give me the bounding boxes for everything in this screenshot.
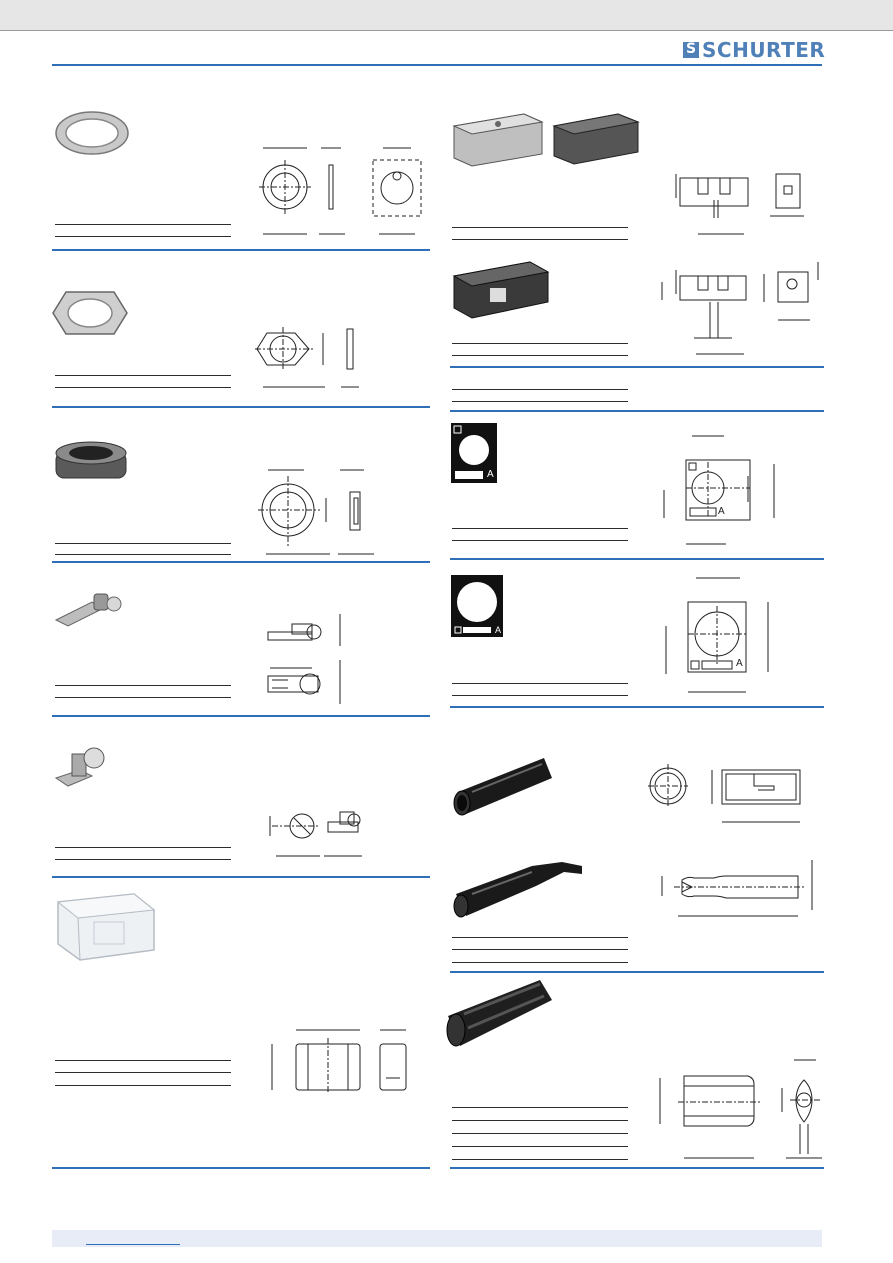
brand-name: SCHURTER	[702, 38, 826, 62]
table-line	[452, 962, 628, 963]
table-line	[55, 236, 231, 237]
table-line	[55, 224, 231, 225]
table-line	[452, 1133, 628, 1134]
fuse-block-drawing-icon	[656, 252, 826, 362]
section-rule	[52, 715, 430, 717]
fuse-carrier-grip-photo	[444, 976, 554, 1054]
grip-drawing-icon	[654, 1052, 824, 1164]
top-bar	[0, 0, 893, 31]
plate-letter: A	[495, 625, 502, 635]
footer-link-underline[interactable]	[86, 1244, 180, 1245]
table-line	[452, 937, 628, 938]
table-line	[452, 540, 628, 541]
table-line	[55, 387, 231, 388]
insulating-sleeve-photo	[452, 752, 554, 822]
section-rule	[450, 1167, 824, 1169]
label-plate-small-drawing-icon: A	[656, 432, 780, 550]
hex-nut-drawing-icon	[255, 325, 365, 395]
section-rule	[52, 406, 430, 408]
insulating-boot-photo	[452, 856, 584, 920]
screw-terminal-drawing-icon	[266, 808, 366, 862]
section-rule	[52, 876, 430, 878]
label-plate-large-photo: A	[451, 575, 503, 637]
section-rule	[52, 561, 430, 563]
table-line	[55, 697, 231, 698]
table-line	[452, 239, 628, 240]
boot-drawing-icon	[658, 856, 820, 922]
table-line	[55, 1060, 231, 1061]
plate-letter: A	[487, 469, 494, 480]
table-line	[55, 1072, 231, 1073]
solder-terminal-photo	[52, 590, 124, 627]
table-line	[55, 375, 231, 376]
table-line	[452, 1107, 628, 1108]
fuse-holder-cover-photo	[450, 108, 640, 168]
transparent-cover-photo	[50, 890, 158, 962]
section-rule	[450, 366, 824, 368]
section-rule	[450, 558, 824, 560]
section-rule	[52, 1167, 430, 1169]
table-line	[452, 528, 628, 529]
knurled-nut-photo	[54, 440, 128, 484]
table-line	[452, 949, 628, 950]
drawing-letter: A	[718, 506, 725, 517]
footer-band	[52, 1230, 822, 1247]
solder-terminal-drawing-icon	[262, 610, 356, 708]
section-rule	[450, 706, 824, 708]
table-line	[452, 1146, 628, 1147]
label-plate-large-drawing-icon: A	[660, 574, 774, 698]
table-line	[452, 1159, 628, 1160]
ring-washer-photo	[54, 110, 130, 156]
cover-drawing-icon	[268, 1022, 410, 1098]
hex-nut-photo	[52, 288, 128, 338]
table-line	[452, 343, 628, 344]
table-line	[452, 389, 628, 390]
brand-logo: SCHURTER	[683, 38, 826, 62]
table-line	[452, 695, 628, 696]
screw-terminal-photo	[52, 742, 108, 788]
ring-washer-drawing-icon	[255, 140, 425, 240]
table-line	[55, 847, 231, 848]
table-line	[452, 401, 628, 402]
fuse-cover-drawing-icon	[672, 164, 812, 240]
header-rule	[52, 64, 822, 66]
table-line	[55, 1085, 231, 1086]
table-line	[452, 355, 628, 356]
table-line	[452, 683, 628, 684]
table-line	[55, 554, 231, 555]
knurled-nut-drawing-icon	[258, 462, 378, 558]
section-rule	[450, 971, 824, 973]
table-line	[55, 859, 231, 860]
table-line	[452, 1120, 628, 1121]
table-line	[55, 543, 231, 544]
table-line	[452, 227, 628, 228]
drawing-letter: A	[736, 658, 743, 669]
label-plate-small-photo: A	[451, 423, 497, 483]
fuse-block-cover-photo	[450, 256, 550, 322]
section-rule	[52, 249, 430, 251]
section-rule	[450, 410, 824, 412]
schurter-s-logo-icon	[683, 41, 699, 58]
table-line	[55, 685, 231, 686]
sleeve-drawing-icon	[648, 760, 810, 826]
